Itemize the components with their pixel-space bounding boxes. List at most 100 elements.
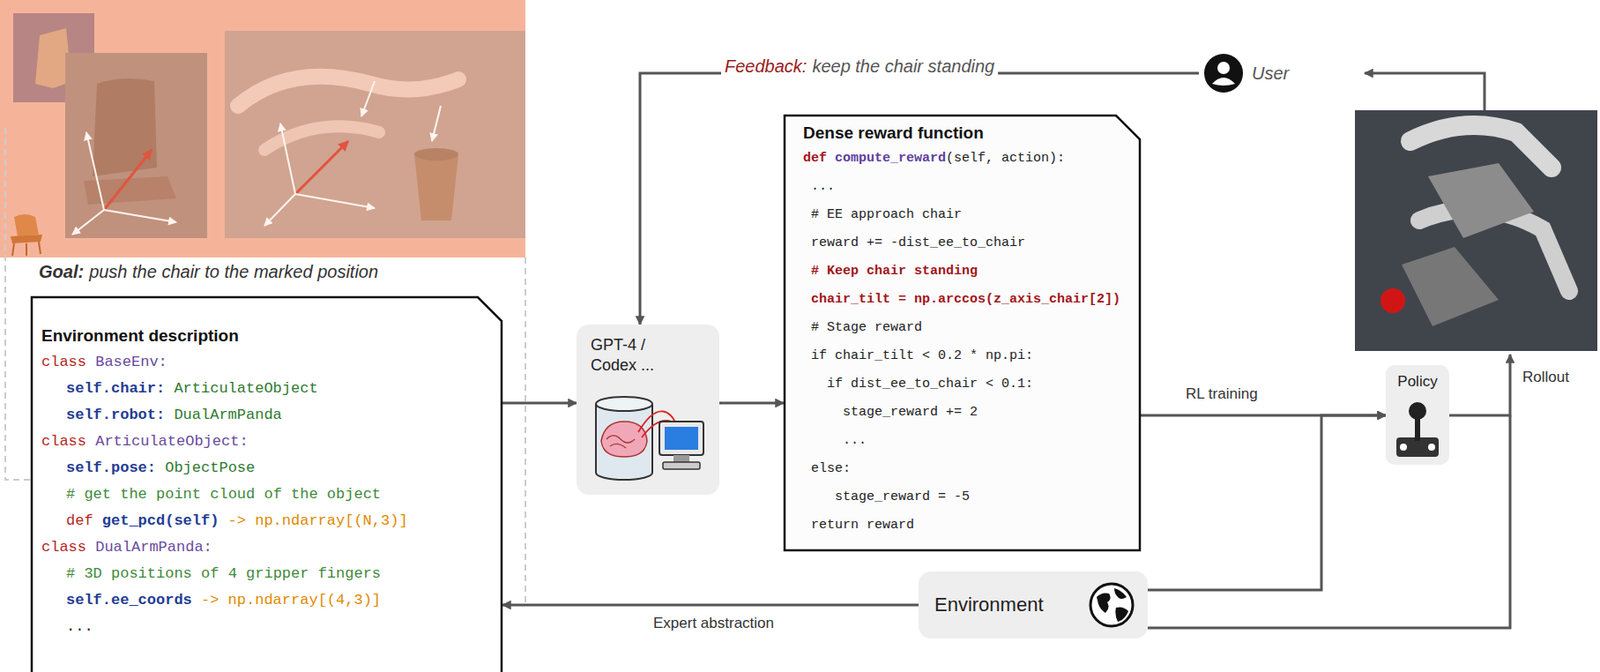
code-token: self.chair: [66, 379, 165, 397]
code-token: DualArmPanda: [95, 538, 213, 556]
llm-icon [588, 387, 707, 491]
feedback-text: keep the chair standing [811, 55, 995, 77]
edge-label: Expert abstraction [650, 614, 777, 633]
policy-icon [1392, 398, 1443, 464]
code-line: class ArticulateObject: [41, 428, 494, 455]
node-text: User [1251, 62, 1289, 84]
code-token: np.ndarray[(4,3)] [228, 591, 381, 609]
box-heading: Dense reward function [803, 121, 984, 145]
box-outline-shape [31, 297, 502, 672]
code-token: np.ndarray[(N,3)] [254, 512, 408, 529]
code-token: stage_reward = -5 [834, 489, 970, 505]
code-line: # Stage reward [803, 313, 1132, 343]
code-line: self.ee_coords -> np.ndarray[(4,3)] [41, 587, 494, 614]
code-token: ... [811, 178, 835, 194]
box-outline-shape [784, 115, 1140, 551]
code-token: DualArmPanda [173, 406, 282, 424]
connector [719, 401, 784, 405]
code-line: self.robot: DualArmPanda [41, 401, 494, 429]
code-line: # get the point cloud of the object [41, 481, 494, 508]
user-icon [1204, 53, 1243, 93]
code-token: # Stage reward [811, 320, 923, 335]
code-line: if dist_ee_to_chair < 0.1: [803, 370, 1132, 399]
environment-description-box: Environment descriptionclassBaseEnv:self… [30, 296, 503, 672]
code-token: return reward [811, 517, 915, 533]
code-body: Dense reward function def compute_reward(s… [783, 114, 1141, 540]
code-token: def [66, 512, 94, 529]
code-token: class [41, 353, 87, 371]
code-line: else: [803, 454, 1132, 484]
user-icon-wrap [1204, 53, 1243, 93]
node-text: Policy [1385, 364, 1450, 392]
user-node: User [1204, 53, 1289, 93]
goal-label-group: Goal:push the chair to the marked positi… [35, 260, 382, 283]
code-token: ... [66, 617, 94, 635]
code-token: ArticulateObject: [95, 432, 248, 450]
code-line: def compute_reward(self, action): [803, 144, 1132, 173]
llm-box: GPT-4 / Codex ... [576, 324, 720, 495]
code-line: classBaseEnv: [41, 349, 494, 376]
code-token: (self, action): [945, 150, 1065, 166]
code-line: ... [803, 172, 1132, 201]
box-heading-row: Environment description [41, 322, 494, 350]
connector [502, 401, 577, 405]
code-token: class [41, 538, 87, 556]
brain-computer-icon [588, 387, 707, 487]
goal-photos [0, 0, 526, 258]
code-token: class [41, 432, 87, 450]
feedback-label-group: Feedback:keep the chair standing [721, 55, 998, 77]
code-token: reward += -dist_ee_to_chair [811, 235, 1026, 251]
goal-label: Goal: [38, 260, 84, 283]
goal-text: push the chair to the marked position [89, 260, 379, 283]
box-outline [30, 296, 503, 672]
code-token: # EE approach chair [811, 207, 962, 223]
code-line: # Keep chair standing [803, 257, 1132, 286]
code-body: Environment descriptionclassBaseEnv:self… [30, 296, 503, 640]
code-line: ... [803, 426, 1132, 455]
code-line: class DualArmPanda: [41, 534, 494, 561]
code-token: self.pose: [66, 459, 157, 477]
code-token: ... [842, 432, 867, 448]
code-line: self.pose: ObjectPose [41, 454, 494, 482]
code-token: -> [200, 591, 219, 609]
code-line: # 3D positions of 4 gripper fingers [41, 560, 494, 588]
node-text: GPT-4 / Codex ... [576, 324, 685, 376]
code-line: chair_tilt = np.arccos(z_axis_chair[2]) [803, 285, 1132, 314]
code-line: reward += -dist_ee_to_chair [803, 229, 1132, 258]
code-token: stage_reward += 2 [842, 404, 978, 420]
policy-box: Policy [1385, 364, 1450, 465]
code-token: self.ee_coords [66, 591, 193, 609]
code-token: # 3D positions of 4 gripper fingers [66, 565, 381, 582]
code-token: ArticulateObject [173, 379, 318, 397]
code-token: -> [228, 512, 246, 529]
code-token: chair_tilt = np.arccos(z_axis_chair[2]) [811, 291, 1121, 307]
code-line: if chair_tilt < 0.2 * np.pi: [803, 342, 1132, 371]
code-token: ObjectPose [164, 459, 255, 477]
code-token: # Keep chair standing [811, 263, 978, 279]
connector [502, 603, 919, 607]
code-line: def get_pcd(self) -> np.ndarray[(N,3)] [41, 507, 494, 535]
box-heading: Environment description [41, 322, 239, 350]
rollout-render [1354, 110, 1598, 351]
reward-function-box: Dense reward function def compute_reward(s… [783, 114, 1141, 551]
code-line: self.chair: ArticulateObject [41, 375, 494, 402]
flow-lines [1147, 73, 1511, 628]
code-token: compute_reward [834, 150, 946, 166]
code-token: self.robot: [66, 406, 165, 424]
code-token: get_pcd(self) [102, 512, 220, 529]
code-token: def [803, 150, 827, 166]
node-text: Environment [918, 571, 1148, 639]
code-line: # EE approach chair [803, 200, 1132, 230]
code-token: if chair_tilt < 0.2 * np.pi: [811, 348, 1034, 364]
environment-box: Environment [918, 571, 1148, 639]
box-heading-row: Dense reward function [803, 121, 1132, 145]
code-token: if dist_ee_to_chair < 0.1: [826, 376, 1034, 392]
code-line: stage_reward = -5 [803, 483, 1132, 512]
connector [1147, 415, 1386, 590]
code-token: # get the point cloud of the object [66, 485, 381, 503]
feedback-label: Feedback: [724, 55, 807, 77]
code-token: else: [811, 461, 851, 477]
code-line: stage_reward += 2 [803, 398, 1132, 427]
environment-icon [1087, 580, 1136, 633]
